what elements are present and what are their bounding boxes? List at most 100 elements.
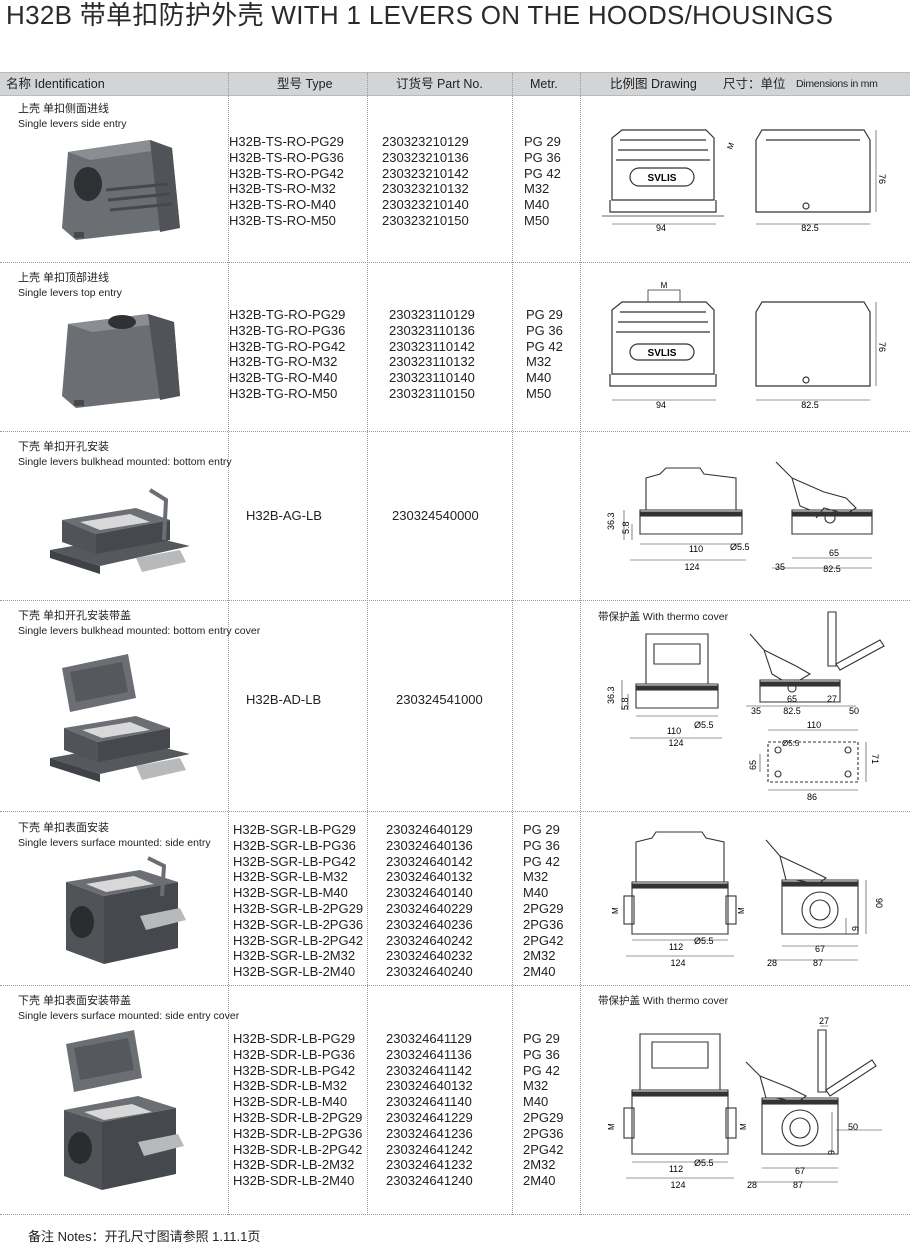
dim-cover-offset: 27 [827, 694, 837, 704]
surface-side-entry-image [66, 856, 186, 964]
header-identification: 名称 Identification [6, 77, 105, 91]
surface-side-entry-cover-drawing: M M 112 Ø5.5 124 67 87 28 27 50 6 [607, 1016, 882, 1190]
dim-depth: 87 [813, 958, 823, 968]
type-list: H32B-AD-LB [246, 692, 322, 707]
dim-thread: M [725, 141, 736, 151]
row-label-cn: 下壳 单扣开孔安装带盖 [18, 610, 132, 622]
dim-height: 76 [877, 174, 887, 184]
type-list: H32B-SDR-LB-PG29 H32B-SDR-LB-PG36 H32B-S… [233, 1031, 363, 1189]
row-label: 下壳 单扣开孔安装 Single levers bulkhead mounted… [18, 440, 232, 470]
dim-lever: 28 [767, 958, 777, 968]
column-divider [228, 73, 230, 1215]
dim-cutout-hole: Ø5.5 [782, 739, 800, 748]
metr-list: PG 29 PG 36 PG 42 M32 M40 2PG29 2PG36 2P… [523, 822, 564, 980]
dim-hole-spacing: 110 [689, 544, 703, 554]
dim-cover-open: 50 [848, 1122, 858, 1132]
row-label-en: Single levers bulkhead mounted: bottom e… [18, 625, 261, 637]
dim-hole: Ø5.5 [694, 1158, 714, 1168]
dim-thread: M [737, 907, 746, 914]
thermo-cover-caption: 带保护盖 With thermo cover [598, 995, 729, 1007]
row-divider [0, 600, 910, 601]
column-divider [512, 73, 514, 1215]
dim-lever: 35 [751, 706, 761, 716]
dim-cover-open: 50 [849, 706, 859, 716]
part-no-list: 230323210129 230323210136 230323210142 2… [382, 134, 469, 228]
row-label-en: Single levers top entry [18, 287, 122, 299]
dim-depth: 82.5 [823, 564, 841, 574]
metr-list: PG 29 PG 36 PG 42 M32 M40 M50 [524, 134, 561, 228]
row-label-cn: 上壳 单扣侧面进线 [18, 103, 110, 115]
hood-side-entry-drawing: SVLIS 94 82.5 76 M [602, 129, 887, 233]
bulkhead-bottom-entry-cover-drawing: 36.3 5.8 110 Ø5.5 124 65 82.5 35 27 50 1… [606, 611, 885, 802]
surface-side-entry-drawing: M M 112 Ø5.5 124 67 87 28 90 6 [611, 831, 884, 968]
dim-inner: 67 [815, 944, 825, 954]
row-label: 上壳 单扣侧面进线 Single levers side entry [18, 102, 127, 132]
bulkhead-bottom-entry-cover-image [50, 654, 190, 782]
page-title: H32B 带单扣防护外壳 WITH 1 LEVERS ON THE HOODS/… [6, 0, 834, 30]
row-label-cn: 下壳 单扣表面安装带盖 [18, 995, 132, 1007]
dim-height: 36.3 [606, 686, 616, 704]
table-header: 名称 Identification 型号 Type 订货号 Part No. M… [0, 72, 910, 96]
row-label-en: Single levers surface mounted: side entr… [18, 837, 211, 849]
metr-list: PG 29 PG 36 PG 42 M32 M40 2PG29 2PG36 2P… [523, 1031, 564, 1189]
metr-list: PG 29 PG 36 PG 42 M32 M40 M50 [526, 307, 563, 401]
row-divider [0, 985, 910, 986]
dim-hole-spacing: 112 [669, 1164, 683, 1174]
row-label: 上壳 单扣顶部进线 Single levers top entry [18, 271, 122, 301]
type-list: H32B-AG-LB [246, 508, 322, 523]
svlis-logo-text: SVLIS [648, 173, 677, 184]
part-no-list: 230324640129 230324640136 230324640142 2… [386, 822, 473, 980]
part-no-list: 230324641129 230324641136 230324641142 2… [386, 1031, 473, 1189]
dim-flange: 5.8 [620, 697, 630, 710]
hood-top-entry-image [62, 314, 180, 408]
dim-depth: 82.5 [801, 223, 819, 233]
dim-cutout-outer: 71 [870, 754, 880, 764]
dim-step: 6 [826, 1150, 836, 1155]
hood-top-entry-drawing: SVLIS M 94 82.5 76 [609, 281, 887, 410]
dim-hole: Ø5.5 [694, 936, 714, 946]
dim-thread: M [611, 907, 620, 914]
header-type: 型号 Type [277, 77, 333, 91]
bulkhead-bottom-entry-drawing: 36.3 5.8 110 Ø5.5 124 65 82.5 35 [606, 461, 873, 574]
dim-height: 90 [874, 898, 884, 908]
dim-width: 124 [670, 1180, 685, 1190]
dim-width: 124 [668, 738, 683, 748]
header-dimensions-en: Dimensions in mm [796, 78, 878, 90]
column-divider [367, 73, 369, 1215]
dim-cutout-inner: 86 [807, 792, 817, 802]
dim-hole-spacing: 112 [669, 942, 683, 952]
header-metr: Metr. [530, 77, 558, 91]
dim-inner: 65 [829, 548, 839, 558]
dim-flange: 5.8 [621, 521, 631, 534]
row-label-en: Single levers surface mounted: side entr… [18, 1010, 240, 1022]
dim-height: 36.3 [606, 512, 616, 530]
header-dimensions: 尺寸：单位 [723, 77, 786, 91]
row-label-cn: 下壳 单扣开孔安装 [18, 441, 110, 453]
dim-hole-spacing: 110 [667, 726, 681, 736]
dim-step: 6 [850, 926, 860, 931]
row-label-en: Single levers bulkhead mounted: bottom e… [18, 456, 232, 468]
dim-width: 94 [656, 400, 666, 410]
dim-thread: M [607, 1123, 616, 1130]
surface-side-entry-cover-image [64, 1030, 184, 1190]
dim-cover-offset: 27 [819, 1016, 829, 1026]
type-list: H32B-TG-RO-PG29 H32B-TG-RO-PG36 H32B-TG-… [229, 307, 346, 401]
row-label: 下壳 单扣开孔安装带盖 Single levers bulkhead mount… [18, 609, 260, 639]
hood-side-entry-image [62, 140, 180, 240]
dim-depth: 82.5 [801, 400, 819, 410]
dim-width: 124 [670, 958, 685, 968]
row-label-en: Single levers side entry [18, 118, 127, 130]
row-divider [0, 1214, 910, 1215]
bulkhead-bottom-entry-image [50, 488, 190, 574]
dim-hole: Ø5.5 [694, 720, 714, 730]
svlis-logo-text: SVLIS [648, 348, 677, 359]
row-label: 下壳 单扣表面安装 Single levers surface mounted:… [18, 821, 211, 851]
header-part-no: 订货号 Part No. [396, 77, 483, 91]
column-divider [580, 73, 582, 1215]
dim-depth: 87 [793, 1180, 803, 1190]
dim-hole: Ø5.5 [730, 542, 750, 552]
dim-height: 76 [877, 342, 887, 352]
dim-depth: 82.5 [783, 706, 801, 716]
header-drawing: 比例图 Drawing [610, 77, 697, 91]
dim-inner: 65 [787, 694, 797, 704]
